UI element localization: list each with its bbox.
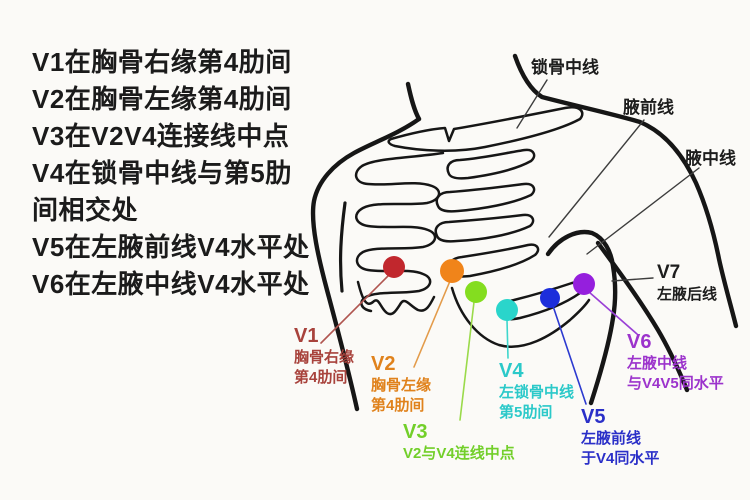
electrode-title: V1 — [294, 325, 319, 347]
electrode-desc: 左腋中线 — [627, 355, 688, 372]
anterior-axillary-line-label: 腋前线 — [623, 98, 674, 117]
electrode-title: V4 — [499, 360, 524, 382]
instructions-text-block: V1在胸骨右缘第4肋间 V2在胸骨左缘第4肋间 V3在V2V4连接线中点 V4在… — [32, 44, 310, 303]
v2-pointer-line — [413, 280, 451, 368]
electrode-title: V7 — [657, 262, 681, 283]
v6-pointer-line — [588, 291, 638, 335]
electrode-pointer-lines — [320, 275, 638, 421]
electrode-label-v5: V5 左腋前线 于V4同水平 — [581, 405, 659, 469]
v4-pointer-line — [506, 319, 509, 359]
electrode-label-v7: V7 左腋后线 — [657, 261, 717, 305]
clavicle-shape — [387, 106, 584, 152]
electrode-desc: 第5肋间 — [499, 404, 553, 421]
v1-pointer-line — [320, 275, 389, 344]
electrode-dots — [383, 256, 595, 321]
electrode-label-v6: V6 左腋中线 与V4V5同水平 — [627, 330, 724, 394]
rib-shape — [435, 182, 536, 213]
torso-outline — [310, 53, 739, 412]
electrode-dot-v4[interactable] — [496, 299, 518, 321]
v7-pointer-line — [611, 277, 654, 282]
electrode-label-v4: V4 左锁骨中线 第5肋间 — [499, 359, 574, 423]
electrode-dot-v5[interactable] — [540, 288, 560, 308]
electrode-desc: 于V4同水平 — [581, 450, 660, 467]
electrode-label-v3: V3 V2与V4连线中点 — [403, 420, 515, 464]
neck-left-line — [405, 81, 422, 122]
electrode-desc: 第4肋间 — [371, 397, 425, 414]
inner-arm-edge-line — [595, 240, 690, 393]
rib-shape — [434, 213, 535, 243]
electrode-desc: 左腋后线 — [657, 286, 718, 303]
electrode-label-v2: V2 胸骨左缘 第4肋间 — [371, 352, 431, 416]
electrode-desc: 第4肋间 — [294, 369, 348, 386]
electrode-title: V3 — [403, 421, 428, 443]
electrode-desc: 胸骨右缘 — [294, 349, 355, 366]
instruction-line: 间相交处 — [32, 195, 139, 225]
left-inner-arm-line — [338, 201, 347, 293]
electrode-title: V2 — [371, 353, 396, 375]
instruction-line: V4在锁骨中线与第5肋 — [32, 158, 292, 188]
instruction-line: V6在左腋中线V4水平处 — [32, 269, 310, 299]
reference-pointer-lines — [516, 79, 700, 282]
midclavicular-pointer-line — [516, 79, 548, 129]
instruction-line: V1在胸骨右缘第4肋间 — [32, 47, 292, 77]
electrode-desc: V2与V4连线中点 — [403, 445, 515, 462]
electrode-title: V5 — [581, 406, 606, 428]
left-shoulder-arm-line — [310, 116, 422, 412]
electrode-dot-v1[interactable] — [383, 256, 405, 278]
sternum-rib-squiggle — [354, 151, 445, 313]
midaxillary-pointer-line — [586, 167, 700, 255]
electrode-desc: 左锁骨中线 — [499, 384, 575, 401]
v3-pointer-line — [459, 301, 475, 421]
electrode-dot-v6[interactable] — [573, 273, 595, 295]
instruction-line: V2在胸骨左缘第4肋间 — [32, 84, 292, 114]
lower-sternum-squiggle — [356, 280, 436, 316]
electrode-desc: 胸骨左缘 — [371, 377, 432, 394]
midclavicular-line-label: 锁骨中线 — [531, 58, 599, 77]
electrode-dot-v3[interactable] — [465, 281, 487, 303]
rib-shape — [446, 148, 536, 180]
electrode-desc: 与V4V5同水平 — [627, 375, 724, 392]
v5-pointer-line — [552, 305, 587, 405]
electrode-desc: 左腋前线 — [581, 430, 642, 447]
electrode-title: V6 — [627, 331, 652, 353]
right-neck-shoulder-arm-line — [512, 53, 739, 329]
rib-shape — [447, 243, 540, 278]
midaxillary-line-label: 腋中线 — [685, 149, 736, 168]
instruction-line: V3在V2V4连接线中点 — [32, 121, 290, 151]
anterior-axillary-pointer-line — [548, 119, 645, 238]
electrode-dot-v2[interactable] — [440, 259, 464, 283]
electrode-label-v1: V1 胸骨右缘 第4肋间 — [294, 324, 354, 388]
instruction-line: V5在左腋前线V4水平处 — [32, 232, 310, 262]
